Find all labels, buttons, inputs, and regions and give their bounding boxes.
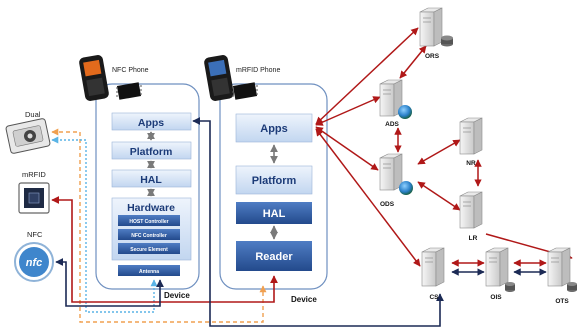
ods-label: ODS (380, 201, 395, 208)
nfc-device-label: Device (164, 291, 190, 300)
nr-label: NR (466, 160, 476, 167)
ois-label: OIS (490, 294, 502, 301)
mrfid-phone-icon (204, 55, 234, 101)
nfc-apps-cs-link (192, 117, 444, 327)
server-ors: ORS (419, 7, 453, 60)
server-links (315, 27, 573, 267)
nfc-chip-icon (116, 82, 142, 100)
cs-label: CS (429, 294, 439, 301)
nfc-phone-icon (79, 55, 109, 101)
lr-label: LR (469, 235, 478, 242)
nfc-controller-label: NFC Controller (131, 233, 167, 239)
apps-cs-link (315, 128, 421, 267)
nfc-label: NFC (27, 230, 43, 239)
ors-label: ORS (425, 53, 440, 60)
nfc-logo-icon: nfc (14, 242, 54, 282)
ads-globe-icon (398, 105, 412, 119)
mrfid-card-icon (18, 182, 50, 214)
mrfid-apps-label: Apps (260, 123, 288, 135)
ads-ors-link (399, 45, 427, 79)
server-lr: LR (459, 191, 483, 242)
ods-nr-link (417, 139, 461, 165)
nfc-hal-label: HAL (140, 174, 162, 186)
nfc-antenna-link (55, 258, 164, 307)
mrfid-reader-label: Reader (255, 251, 293, 263)
dual-reader-dashed-link (51, 128, 267, 323)
mrfid-phone-title: mRFID Phone (236, 67, 280, 74)
dual-card-icon (5, 118, 51, 154)
mrfid-phone-device: mRFID Phone Apps Platform HAL Reader Dev… (204, 55, 328, 304)
server-cs: CS (421, 247, 445, 301)
apps-ods-link (315, 126, 379, 171)
nfc-apps-label: Apps (138, 117, 164, 129)
host-controller-label: HOST Controller (129, 219, 168, 225)
secure-element-label: Secure Element (130, 247, 168, 253)
server-ots: OTS (547, 247, 577, 305)
ods-globe-icon (399, 181, 413, 195)
mrfid-hal-label: HAL (263, 208, 286, 220)
server-ois: OIS (485, 247, 515, 301)
mrfid-chip-icon (232, 82, 258, 100)
cs-server-icon (421, 247, 445, 287)
nfc-logo-text: nfc (26, 257, 43, 269)
nfc-card: NFC nfc (14, 230, 54, 282)
ods-lr-link (417, 181, 461, 211)
nfc-phone-device: NFC Phone Apps Platform HAL Hardware HOS… (79, 55, 200, 300)
ots-server-icon (547, 247, 577, 292)
nfc-hardware-label: Hardware (127, 202, 175, 214)
mrfid-platform-label: Platform (252, 175, 297, 187)
nr-server-icon (459, 117, 483, 155)
mrfid-label: mRFID (22, 170, 46, 179)
antenna-label: Antenna (139, 269, 159, 275)
server-ads: ADS (379, 79, 412, 128)
ots-label: OTS (555, 298, 569, 305)
mrfid-device-label: Device (291, 295, 317, 304)
bottom-server-links (451, 259, 547, 276)
ors-server-icon (419, 7, 453, 47)
server-nr: NR (459, 117, 483, 167)
apps-ads-link (315, 96, 381, 126)
nfc-platform-label: Platform (130, 146, 173, 158)
ads-server-icon (379, 79, 403, 117)
mrfid-card: mRFID (18, 170, 50, 214)
ads-label: ADS (385, 121, 399, 128)
server-ods: ODS (379, 153, 413, 208)
ois-server-icon (485, 247, 515, 292)
dual-label: Dual (25, 110, 41, 119)
lr-server-icon (459, 191, 483, 229)
ods-server-icon (379, 153, 403, 191)
dual-card: Dual (5, 110, 51, 154)
nfc-phone-title: NFC Phone (112, 67, 149, 74)
